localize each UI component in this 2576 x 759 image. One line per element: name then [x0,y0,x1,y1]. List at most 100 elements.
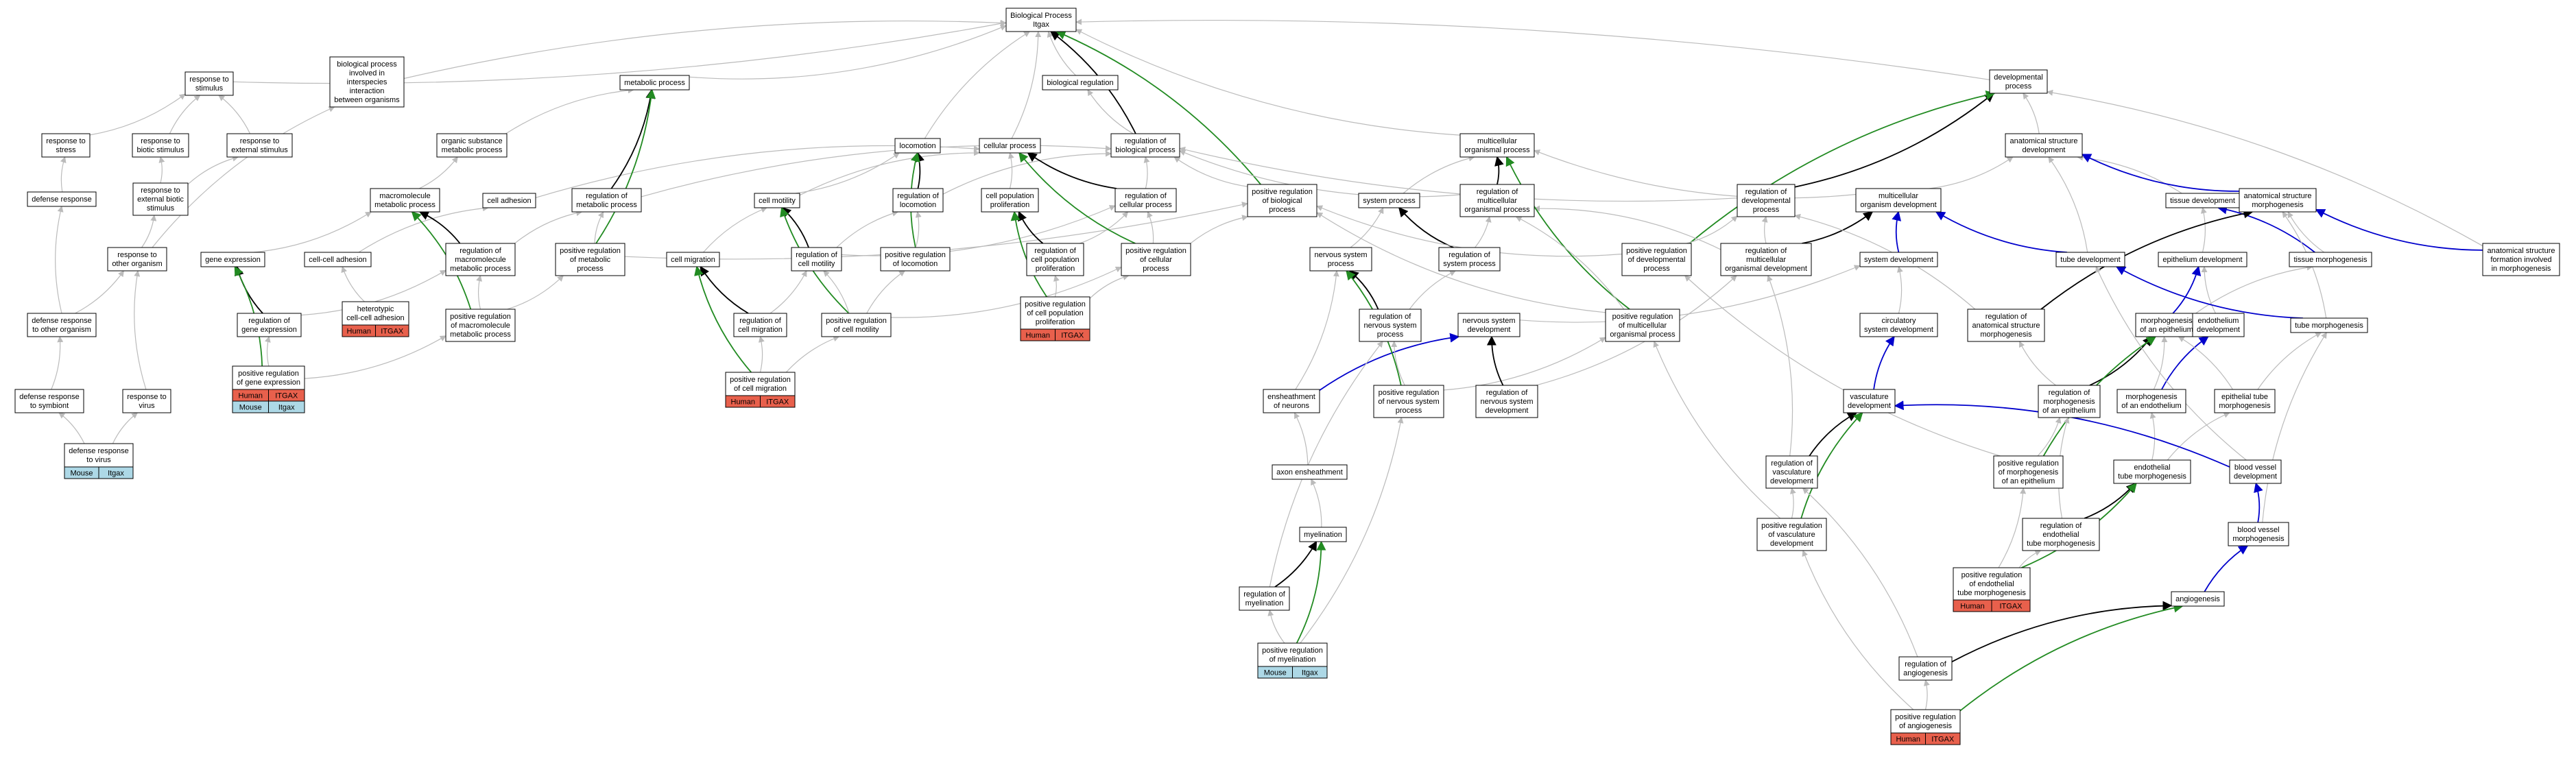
go-term-node-cell-adhesion[interactable]: cell adhesion [482,193,536,208]
go-term-node-metabolic[interactable]: metabolic process [619,75,690,91]
go-term-node-cell-migration[interactable]: cell migration [666,252,720,267]
go-term-node-system-process[interactable]: system process [1358,193,1420,208]
go-term-node-system-dev[interactable]: system development [1859,252,1938,267]
go-term-label: of an epithelium [2140,326,2193,334]
go-term-node-myelination[interactable]: myelination [1299,527,1347,542]
go-term-node-tube-dev[interactable]: tube development [2055,252,2125,267]
go-term-node-tube-morph[interactable]: tube morphogenesis [2290,317,2368,333]
go-term-node-angiogenesis[interactable]: angiogenesis [2171,591,2225,607]
go-term-node-defense[interactable]: defense response [27,191,97,207]
edge-is-a [2149,412,2156,461]
go-term-label: positive regulation [1998,459,2059,468]
edge-is-a [1293,412,1309,466]
go-term-node-locomotion[interactable]: locomotion [894,138,941,154]
edge-regulates [1809,412,1858,457]
edge-is-a [1011,31,1042,139]
go-term-node-epithelium-dev[interactable]: epithelium development [2158,252,2247,267]
go-term-node-tissue-dev[interactable]: tissue development [2165,193,2240,208]
go-term-node-tissue-morph[interactable]: tissue morphogenesis [2289,252,2372,267]
edge-part-of [2161,336,2209,390]
go-term-node-axon-ensheathment[interactable]: axon ensheathment [1272,464,1348,480]
go-term-node-bioreg[interactable]: biological regulation [1042,75,1119,91]
go-term-node-cellular-process[interactable]: cellular process [979,138,1041,154]
go-term-label: organismal process [1610,330,1675,339]
go-term-node-gene-expr[interactable]: gene expression [200,252,265,267]
go-term-node-cell-motility[interactable]: cell motility [754,193,800,208]
go-term-node-cell-cell-adhesion[interactable]: cell-cell adhesion [304,252,372,267]
